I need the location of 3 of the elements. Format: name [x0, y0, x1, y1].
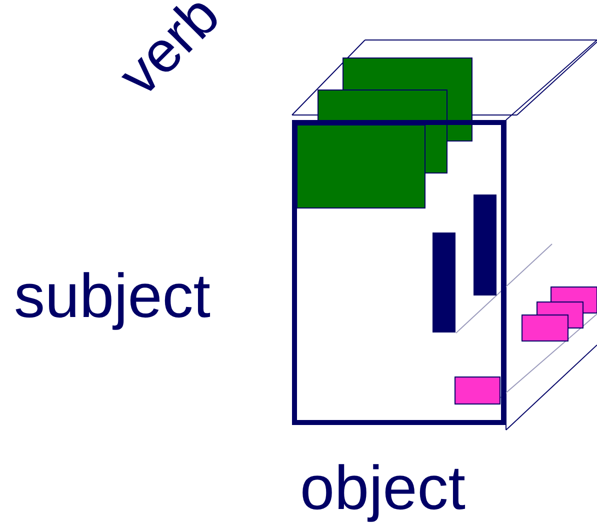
axis-label: object — [300, 458, 466, 520]
axis-label-rotated: verb — [109, 0, 230, 106]
axis-label: subject — [14, 266, 210, 328]
